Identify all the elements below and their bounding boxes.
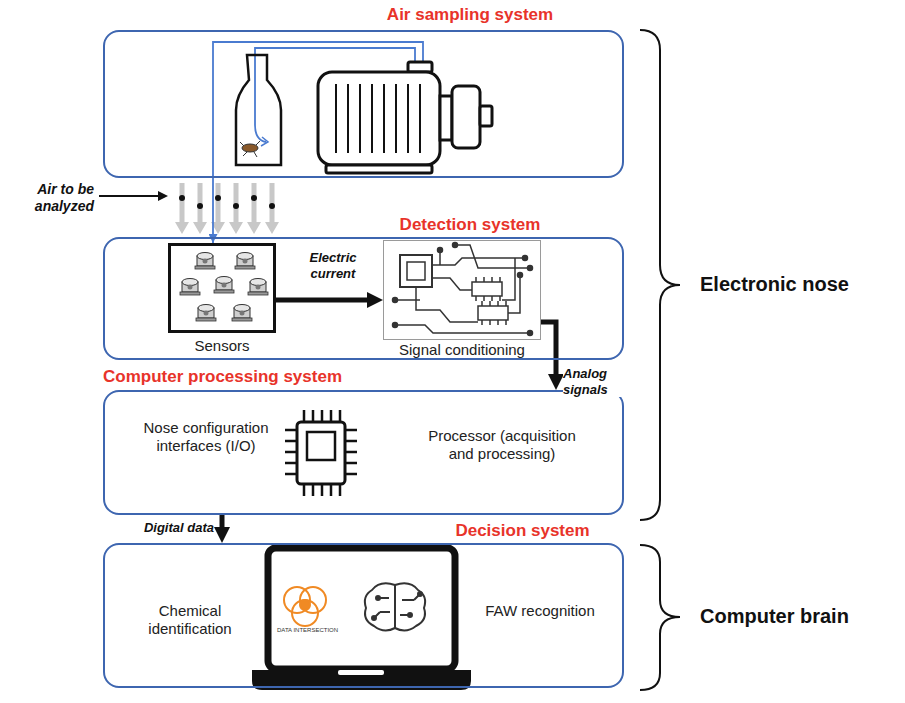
sampling-tubes-part — [261, 137, 268, 146]
data-intersection-icon — [284, 587, 326, 626]
group-label: Electronic nose — [700, 272, 880, 296]
air-flow-arrows-part — [179, 195, 275, 209]
pcb-board-part — [393, 323, 398, 328]
system-panel: Decision systemChemical identificationFA… — [103, 543, 624, 688]
pcb-board — [393, 243, 533, 336]
brain-icon-part — [376, 596, 380, 600]
sampling-bottle — [236, 55, 281, 165]
system-panel: Computer processing systemNose configura… — [103, 390, 624, 515]
section-heading: Decision system — [425, 521, 620, 541]
section-heading: Computer processing system — [103, 367, 423, 387]
section-heading: Detection system — [300, 215, 640, 235]
brain-icon-part — [418, 592, 422, 596]
pcb-board-part — [528, 331, 533, 336]
brain-icon-part — [408, 613, 412, 617]
section-heading: Signal conditioning — [372, 341, 552, 359]
air-pump-motor-part — [318, 72, 440, 165]
air-flow-arrows-part — [182, 183, 272, 224]
air-flow-arrows-part — [175, 222, 279, 234]
brain-icon-part — [365, 583, 425, 630]
air-flow-arrows — [175, 183, 279, 234]
system-panel: Air sampling system — [103, 30, 624, 178]
sensor-array-part — [180, 279, 200, 296]
connector-label: Digital data — [128, 520, 214, 536]
sensor-array-box: Sensors — [168, 243, 276, 333]
pcb-board-part — [438, 248, 443, 253]
pcb-board-part — [453, 243, 458, 248]
sensor-array-part — [248, 279, 268, 296]
air-pump-motor-part — [452, 86, 480, 148]
air-input-arrow-part — [99, 195, 160, 197]
pcb-board-part — [407, 262, 425, 280]
connector-arrow — [220, 515, 225, 535]
sensor-array-part — [235, 253, 255, 270]
pcb-board-part — [478, 306, 508, 320]
sampling-bottle-part — [242, 144, 258, 152]
pcb-board-part — [476, 277, 500, 301]
laptop-illustration — [252, 548, 471, 690]
node-text: Nose configuration interfaces (I/O) — [142, 419, 270, 455]
air-pump-motor-part — [440, 96, 452, 140]
sensor-array — [180, 253, 268, 322]
data-intersection-icon-part — [300, 587, 326, 613]
pcb-board-part — [393, 298, 398, 303]
air-pump-motor-part — [336, 84, 420, 153]
sampling-bottle-part — [240, 141, 260, 157]
pcb-board-part — [523, 256, 528, 261]
section-heading: Air sampling system — [300, 5, 640, 25]
connector-arrow — [276, 298, 375, 303]
pcb-board-part — [482, 301, 506, 325]
processor-chip-part — [307, 432, 335, 460]
input-label: Air to be analyzed — [6, 181, 94, 215]
connector-label: Analog signals — [563, 366, 649, 397]
sensor-array-part — [196, 305, 216, 322]
brain-icon-part — [374, 585, 420, 628]
signal-board: Signal conditioning — [383, 240, 541, 340]
group-label: Computer brain — [700, 604, 880, 628]
data-intersection-icon-part — [300, 600, 310, 610]
processor-chip-part — [297, 422, 345, 484]
curly-brace-part — [640, 30, 680, 520]
brain-icon — [365, 583, 425, 630]
curly-brace-part — [640, 545, 680, 690]
processor-chip — [285, 410, 357, 496]
sensor-array-part — [195, 253, 215, 270]
sensor-array-part — [214, 277, 234, 294]
pcb-board-part — [528, 266, 533, 271]
air-pump-motor-part — [326, 165, 432, 173]
data-intersection-icon-part — [292, 600, 318, 626]
icon-caption: DATA INTERSECTION — [277, 627, 333, 634]
data-intersection-icon-part — [284, 587, 310, 613]
laptop-illustration-part — [338, 670, 384, 675]
node-text: Chemical identification — [128, 602, 252, 638]
curly-brace — [640, 30, 680, 690]
connector-label: Electric current — [298, 250, 368, 281]
pcb-board-part — [518, 273, 523, 278]
section-heading: Sensors — [158, 337, 286, 355]
air-input-arrow-part — [158, 191, 168, 201]
brain-icon-part — [372, 616, 376, 620]
pcb-board-part — [400, 255, 432, 287]
laptop-illustration-part — [268, 548, 455, 669]
air-pump-motor — [318, 62, 492, 173]
connector-arrow — [212, 178, 214, 243]
processor-chip-part — [285, 410, 357, 496]
air-input-arrow — [99, 191, 168, 201]
node-text: FAW recognition — [484, 602, 596, 620]
pcb-board-part — [472, 282, 502, 296]
pcb-board-part — [395, 245, 530, 333]
connector-arrow — [541, 322, 556, 382]
sampling-bottle-part — [236, 55, 281, 165]
air-pump-motor-part — [480, 106, 492, 126]
node-text: Processor (acquisition and processing) — [418, 427, 586, 463]
sensor-array-part — [232, 305, 252, 322]
